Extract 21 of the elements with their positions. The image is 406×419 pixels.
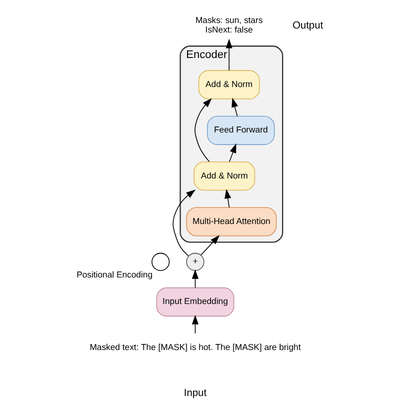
label: Input [183,388,206,399]
node-box: Add & Norm [193,161,255,191]
node-circle [151,252,170,271]
node-box: Feed Forward [206,116,274,145]
arrow [228,143,236,162]
node-box: Input Embedding [156,287,234,317]
arrow [191,314,198,334]
node-text: Masks: sun, stars IsNext: false [194,15,262,35]
arrow [231,98,238,117]
node-label: Positional Encoding [76,269,152,280]
arrow [200,235,220,256]
node-box: Multi-Head Attention [186,207,276,236]
node-box: Add & Norm [198,70,260,100]
arrow [225,38,232,71]
label: Output [292,20,323,32]
arrow [191,269,198,288]
node-circle: + [186,252,204,271]
node-text: Masked text: The [MASK] is hot. The [MASK] are bright [89,342,300,352]
arrow [194,98,212,162]
arrow [172,190,196,256]
arrow [224,189,231,208]
